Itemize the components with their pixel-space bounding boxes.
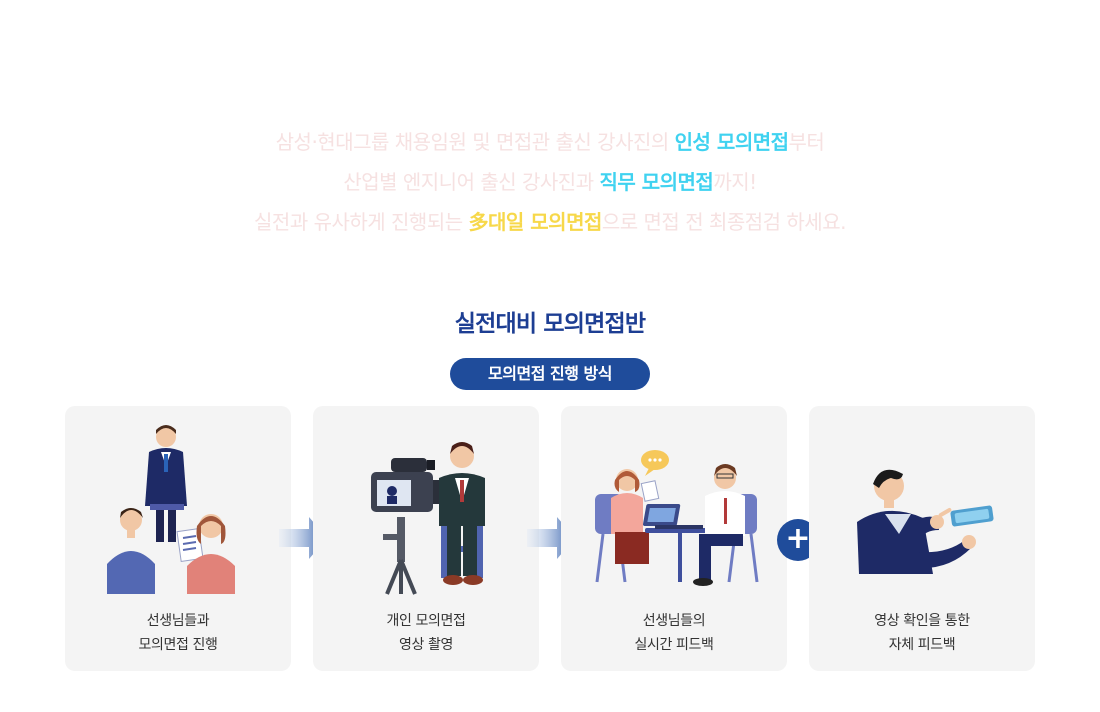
video-recording-illustration — [371, 442, 485, 595]
intro-line-2-post: 까지! — [713, 170, 757, 194]
step-caption-2: 개인 모의면접 영상 촬영 — [313, 609, 539, 657]
intro-highlight-job: 직무 모의면접 — [599, 170, 714, 194]
step-caption-4: 영상 확인을 통한 자체 피드백 — [809, 609, 1035, 657]
step-2-line-2: 영상 촬영 — [399, 637, 453, 653]
intro-line-3: 실전과 유사하게 진행되는 多대일 모의면접으로 면접 전 최종점검 하세요. — [0, 202, 1100, 242]
intro-line-3-pre: 실전과 유사하게 진행되는 — [254, 210, 469, 234]
intro-highlight-multi: 多대일 모의면접 — [468, 210, 603, 234]
section-title: 실전대비 모의면접반 — [454, 311, 646, 337]
step-4-line-1: 영상 확인을 통한 — [874, 613, 970, 629]
intro-line-3-post: 으로 면접 전 최종점검 하세요. — [601, 210, 847, 234]
step-card-3: 선생님들의 실시간 피드백 — [561, 406, 787, 671]
step-card-2: 개인 모의면접 영상 촬영 — [313, 406, 539, 671]
intro-line-1-post: 부터 — [788, 130, 825, 154]
mock-interview-illustration — [107, 425, 235, 594]
step-4-line-2: 자체 피드백 — [888, 637, 956, 653]
realtime-feedback-illustration — [595, 450, 759, 586]
intro-highlight-personality: 인성 모의면접 — [674, 130, 789, 154]
step-1-line-1: 선생님들과 — [146, 613, 210, 629]
step-caption-1: 선생님들과 모의면접 진행 — [65, 609, 291, 657]
intro-line-1-pre: 삼성·현대그룹 채용임원 및 면접관 출신 강사진의 — [275, 130, 675, 154]
step-3-line-1: 선생님들의 — [642, 613, 706, 629]
self-feedback-illustration — [857, 469, 994, 574]
intro-line-1: 삼성·현대그룹 채용임원 및 면접관 출신 강사진의 인성 모의면접부터 — [0, 122, 1100, 162]
step-1-line-2: 모의면접 진행 — [138, 637, 218, 653]
step-caption-3: 선생님들의 실시간 피드백 — [561, 609, 787, 657]
step-3-line-2: 실시간 피드백 — [634, 637, 714, 653]
step-card-4: 영상 확인을 통한 자체 피드백 — [809, 406, 1035, 671]
step-card-1: 선생님들과 모의면접 진행 — [65, 406, 291, 671]
intro-line-2-pre: 산업별 엔지니어 출신 강사진과 — [343, 170, 600, 194]
step-2-line-1: 개인 모의면접 — [386, 613, 466, 629]
intro-line-2: 산업별 엔지니어 출신 강사진과 직무 모의면접까지! — [0, 162, 1100, 202]
intro-text: 삼성·현대그룹 채용임원 및 면접관 출신 강사진의 인성 모의면접부터 산업별… — [0, 122, 1100, 242]
method-pill: 모의면접 진행 방식 — [450, 358, 650, 390]
